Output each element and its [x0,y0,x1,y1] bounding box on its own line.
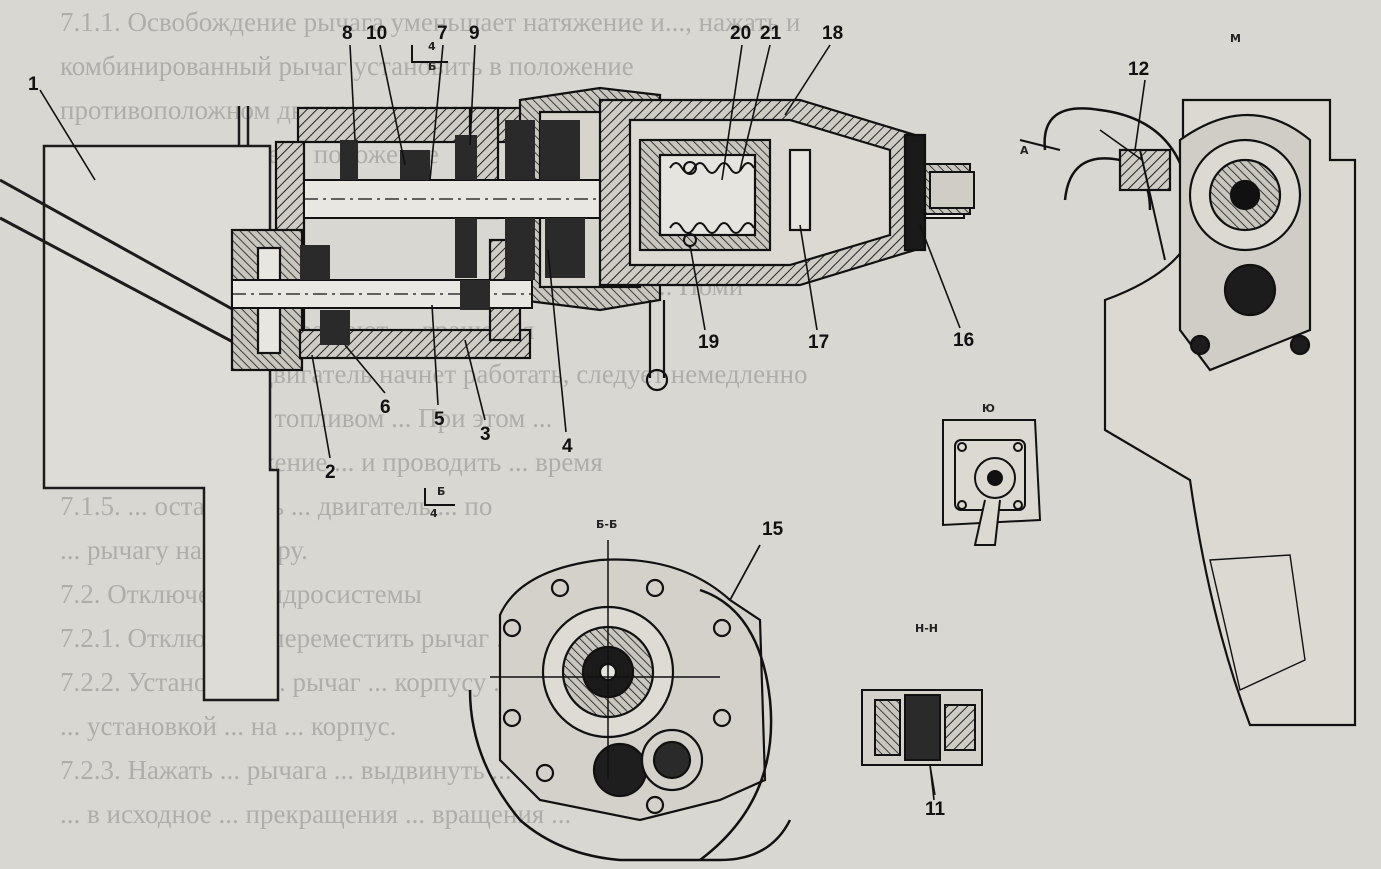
background-text-line: ... установкой ... на ... корпус. [60,711,397,741]
callout-6: 6 [380,397,391,418]
section-cut-bottom-letter: Б [437,485,446,498]
view-label-yu: Ю [982,402,995,415]
bracket-plate [0,106,280,702]
view-label-m: М [1230,32,1241,45]
callout-15: 15 [762,519,784,540]
view-side-m [1043,98,1357,727]
callout-12: 12 [1128,59,1150,80]
gear-stacks [300,120,585,345]
lever-handle [645,300,669,392]
springs [669,161,755,247]
background-text-line: комбинированный рычаг установить в полож… [60,51,634,81]
section-cut-top-number: 4 [428,40,436,53]
view-label-bb: Б-Б [596,518,618,531]
callout-7: 7 [437,23,448,44]
callout-1: 1 [28,74,39,95]
view-label-nn: Н-Н [915,622,938,635]
view-small-yu [942,419,1042,546]
callout-5: 5 [434,409,445,430]
callout-8: 8 [342,23,353,44]
callout-19: 19 [698,332,720,353]
view-small-nn [861,689,983,796]
clutch-housing [598,98,927,287]
background-text-line: ... в исходное ... прекращения ... враще… [60,799,572,829]
section-cut-bottom-number: 4 [430,507,438,520]
section-cut-marks [411,45,1061,506]
background-text-line: 7.2.2. Установить ... рычаг ... корпусу … [60,667,546,697]
callout-18: 18 [822,23,844,44]
callout-16: 16 [953,330,975,351]
callout-9: 9 [469,23,480,44]
view-arrow-a: А [1020,144,1029,157]
callout-2: 2 [325,462,336,483]
background-text-line: 7.1.1. Освобождение рычага уменьшает нат… [60,7,801,37]
gearbox-housing [230,86,662,372]
callout-11: 11 [925,799,946,820]
callout-20: 20 [730,23,752,44]
callout-10: 10 [366,23,388,44]
callout-3: 3 [480,424,491,445]
section-cut-top-letter: Б [428,60,437,73]
leader-lines [39,44,1146,801]
view-section-bb [468,540,792,862]
callout-4: 4 [562,436,573,457]
callout-17: 17 [808,332,830,353]
callout-21: 21 [760,23,782,44]
